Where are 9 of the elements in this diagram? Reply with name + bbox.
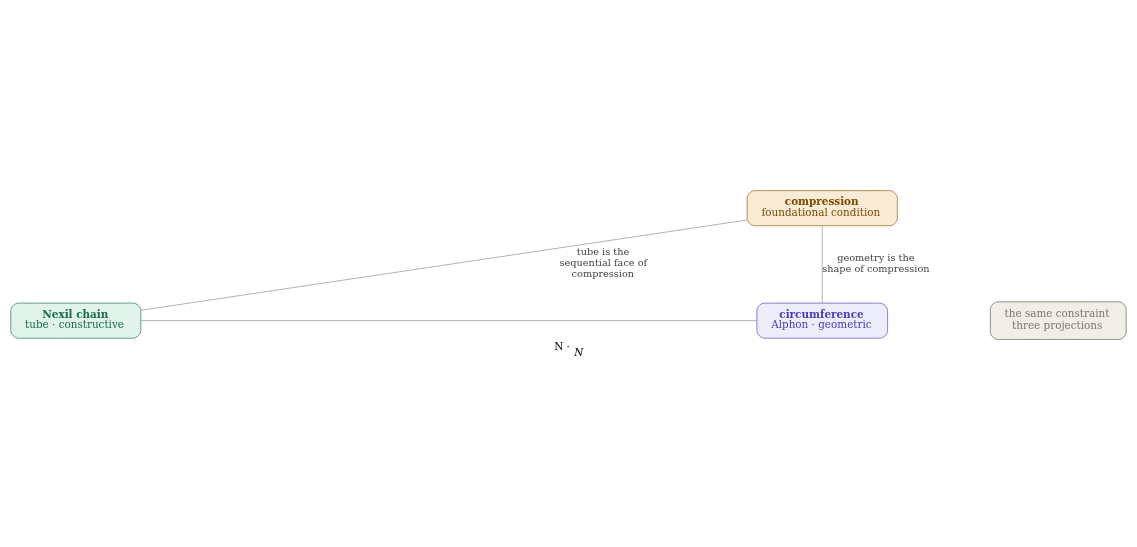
connector	[821, 225, 823, 304]
node-box: Nexil chain tube · constructive	[10, 302, 142, 339]
connector	[140, 219, 748, 311]
node-box: compression foundational condition	[746, 190, 898, 227]
edge-label: geometry is the shape of compression	[822, 251, 930, 274]
connector	[140, 320, 758, 321]
edge-label: tube is the sequential face of compression	[559, 245, 648, 280]
node-box: the same constraint three projections	[990, 301, 1127, 340]
node-box: circumference Alphon · geometric	[756, 302, 888, 339]
